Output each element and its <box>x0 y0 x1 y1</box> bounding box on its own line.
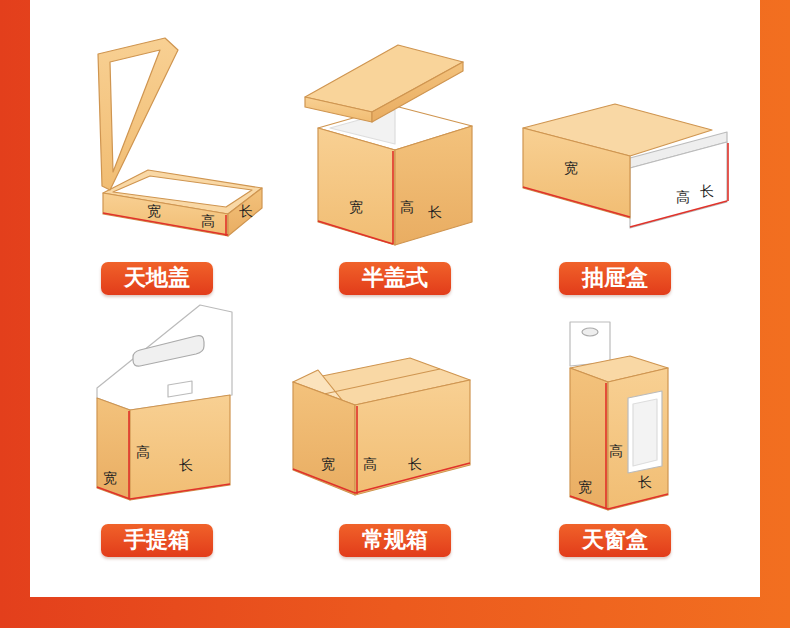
label-pill: 常规箱 <box>339 524 451 557</box>
dimension-label: 宽 <box>103 471 117 485</box>
label-pill: 天窗盒 <box>559 524 671 557</box>
dimension-label: 长 <box>428 205 442 219</box>
dimension-label: 长 <box>239 204 253 218</box>
regular-carton <box>293 358 470 495</box>
pill-text: 抽屉盒 <box>582 263 648 293</box>
dimension-label: 宽 <box>578 480 592 494</box>
dimension-label: 宽 <box>349 200 363 214</box>
window-box <box>570 322 668 510</box>
dimension-label: 高 <box>363 457 377 471</box>
lid-base-box <box>98 38 262 236</box>
dimension-label: 高 <box>676 190 690 204</box>
pill-text: 半盖式 <box>362 263 428 293</box>
dimension-label: 长 <box>408 457 422 471</box>
pill-text: 天窗盒 <box>582 525 648 555</box>
handle-box <box>97 305 232 500</box>
label-pill: 抽屉盒 <box>559 262 671 295</box>
dimension-label: 长 <box>700 184 714 198</box>
dimension-label: 宽 <box>147 204 161 218</box>
half-lid-box <box>305 45 472 245</box>
dimension-label: 高 <box>136 445 150 459</box>
dimension-label: 宽 <box>321 457 335 471</box>
dimension-label: 高 <box>609 444 623 458</box>
pill-text: 天地盖 <box>124 263 190 293</box>
dimension-label: 高 <box>201 214 215 228</box>
dimension-label: 宽 <box>564 161 578 175</box>
label-pill: 半盖式 <box>339 262 451 295</box>
label-pill: 手提箱 <box>101 524 213 557</box>
dimension-label: 高 <box>400 200 414 214</box>
pill-text: 手提箱 <box>124 525 190 555</box>
dimension-label: 长 <box>179 458 193 472</box>
dimension-label: 长 <box>638 475 652 489</box>
drawer-box <box>523 104 728 228</box>
label-pill: 天地盖 <box>101 262 213 295</box>
pill-text: 常规箱 <box>362 525 428 555</box>
